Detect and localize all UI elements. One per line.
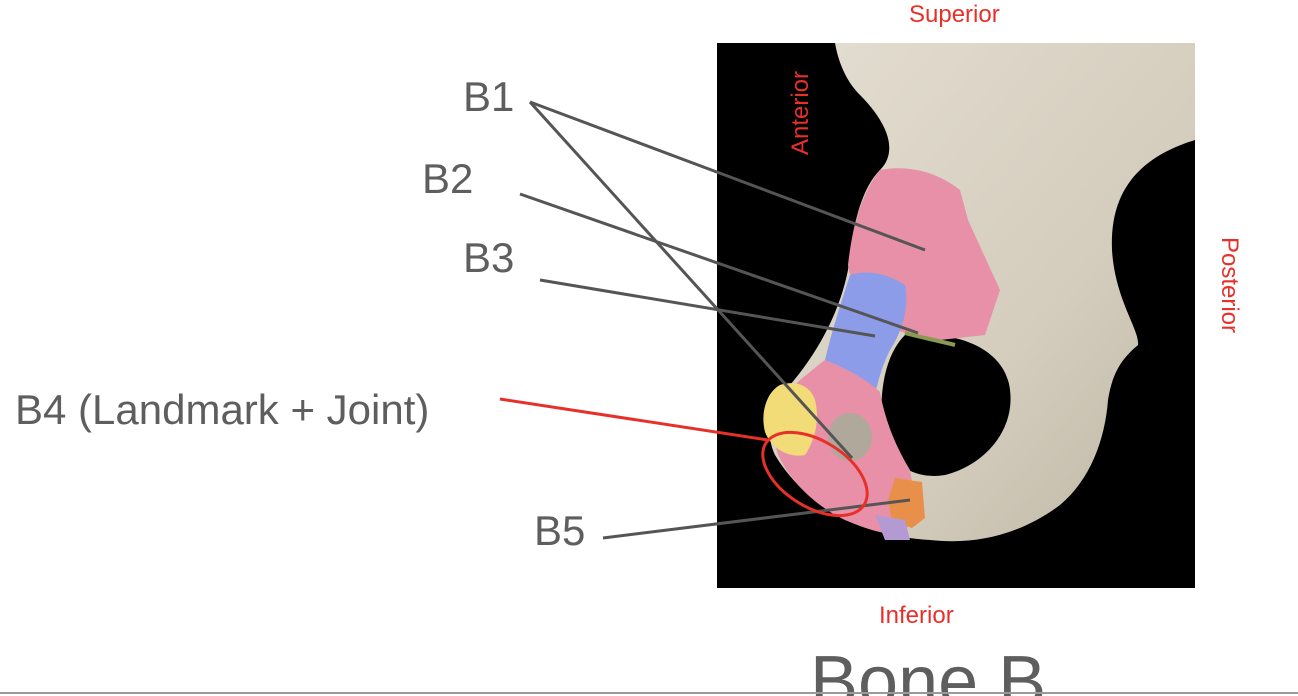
pointer-b1-b [528,100,854,460]
region-b5-purple [875,515,910,540]
label-b1: B1 [463,73,515,120]
pointer-b4 [499,397,769,442]
label-b3: B3 [463,234,515,281]
orientation-posterior: Posterior [1216,236,1243,334]
bottom-divider [0,692,1298,694]
pointer-b5 [602,498,911,540]
region-rim [904,331,956,347]
region-b3 [825,272,907,392]
orientation-inferior: Inferior [879,602,954,629]
label-b5: B5 [534,507,586,554]
region-b5 [888,478,925,528]
region-landmark-yellow [763,383,817,456]
orientation-anterior: Anterior [787,70,814,156]
pointer-b3 [539,278,876,338]
orientation-superior: Superior [909,1,1000,28]
highlight-ellipse [761,430,869,518]
slide-title: Bone B [810,646,1047,696]
pointer-b1-a [529,100,926,252]
label-b2: B2 [422,155,474,202]
pointer-b2 [519,192,919,335]
obturator-foramen [881,334,1011,476]
label-b4: B4 (Landmark + Joint) [15,386,430,433]
